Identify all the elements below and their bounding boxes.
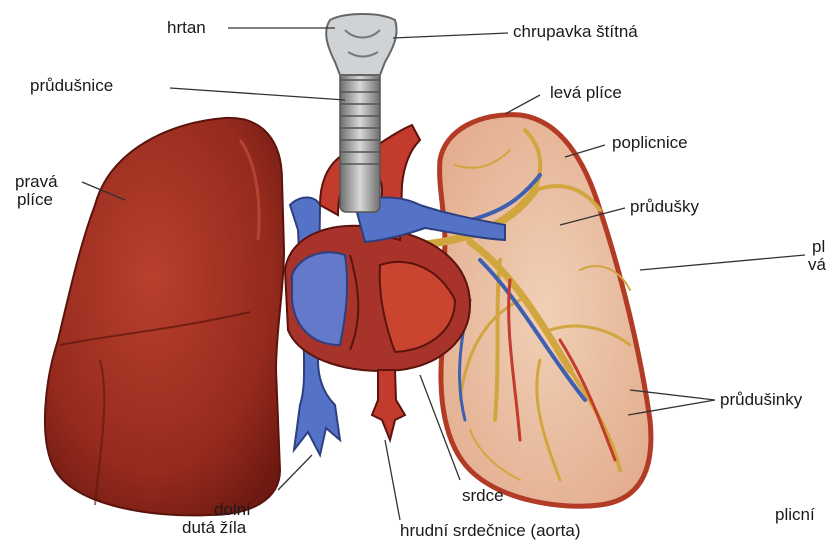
label-prava-plice-1: pravá xyxy=(15,172,58,192)
right-lung xyxy=(45,118,284,516)
label-plicni-vacky-cut-1: pl xyxy=(812,237,825,257)
label-plicni-cut: plicní xyxy=(775,505,815,525)
leader-aorta xyxy=(385,440,400,520)
label-chrupavka-stitna: chrupavka štítná xyxy=(513,22,638,42)
trachea xyxy=(340,62,380,212)
leader-leva-plice xyxy=(505,95,540,114)
larynx xyxy=(326,14,396,75)
leader-prudusnice xyxy=(170,88,345,100)
label-aorta: hrudní srdečnice (aorta) xyxy=(400,521,580,541)
label-plicni-vacky-cut-2: vá xyxy=(808,255,826,275)
label-poplicnice: poplicnice xyxy=(612,133,688,153)
label-prava-plice-2: plíce xyxy=(17,190,53,210)
heart xyxy=(285,226,470,371)
label-hrtan: hrtan xyxy=(167,18,206,38)
label-duta-zila: dutá žíla xyxy=(182,518,246,538)
left-lung xyxy=(440,115,651,507)
leader-chrupavka xyxy=(393,33,508,38)
label-leva-plice: levá plíce xyxy=(550,83,622,103)
leader-plicni-vacky xyxy=(640,255,805,270)
leader-dolni xyxy=(278,455,312,490)
label-srdce: srdce xyxy=(462,486,504,506)
label-prudusinky: průdušinky xyxy=(720,390,802,410)
label-dolni: dolní xyxy=(214,500,251,520)
label-prudusky: průdušky xyxy=(630,197,699,217)
label-prudusnice: průdušnice xyxy=(30,76,113,96)
